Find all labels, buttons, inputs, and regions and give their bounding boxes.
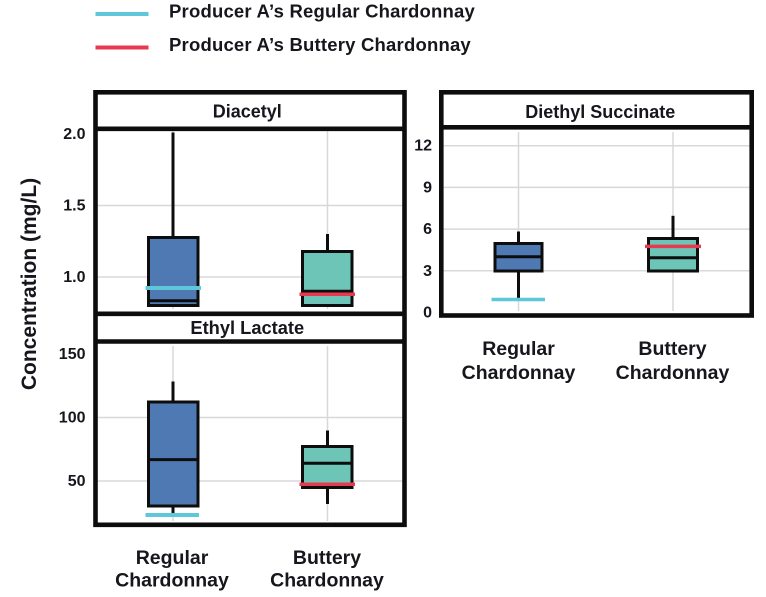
svg-text:Concentration (mg/L): Concentration (mg/L) [18,178,41,390]
svg-text:2.0: 2.0 [63,126,85,143]
svg-text:50: 50 [68,473,86,490]
svg-text:Producer A’s Buttery Chardonna: Producer A’s Buttery Chardonnay [169,34,471,55]
svg-text:6: 6 [423,221,432,238]
svg-text:Producer A’s Regular Chardonna: Producer A’s Regular Chardonnay [169,1,476,22]
svg-text:3: 3 [423,263,432,280]
svg-text:1.0: 1.0 [63,269,85,286]
svg-text:Chardonnay: Chardonnay [270,570,384,592]
svg-text:1.5: 1.5 [63,198,85,215]
svg-text:Diacetyl: Diacetyl [213,102,282,122]
svg-text:12: 12 [414,138,432,155]
svg-text:150: 150 [59,346,86,363]
svg-text:Chardonnay: Chardonnay [115,570,229,592]
svg-text:Diethyl Succinate: Diethyl Succinate [525,102,675,122]
svg-text:Chardonnay: Chardonnay [462,362,576,384]
svg-text:Buttery: Buttery [638,338,706,360]
svg-text:Ethyl Lactate: Ethyl Lactate [190,317,304,338]
svg-text:Regular: Regular [482,338,555,360]
svg-text:9: 9 [423,179,432,196]
svg-text:100: 100 [59,410,86,427]
svg-text:Buttery: Buttery [293,547,361,569]
svg-text:0: 0 [423,305,432,322]
svg-text:Chardonnay: Chardonnay [616,362,730,384]
svg-text:Regular: Regular [136,547,209,569]
